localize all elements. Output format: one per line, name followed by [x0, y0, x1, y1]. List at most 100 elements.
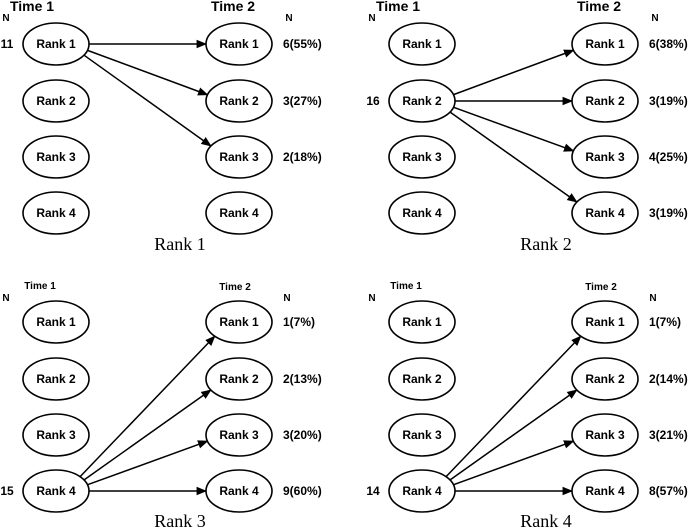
target-result-2: 2(13%)	[283, 372, 322, 386]
node-ellipse	[205, 191, 273, 235]
n-header-time2: N	[651, 13, 658, 24]
n-header-time1: N	[2, 293, 9, 304]
time1-header: Time 1	[390, 281, 422, 292]
node-label: Rank 4	[585, 484, 625, 498]
node-ellipse	[388, 135, 456, 179]
node-ellipse	[22, 413, 90, 457]
time1-node-1: Rank 1	[22, 22, 90, 66]
time2-node-2: Rank 2	[571, 357, 639, 401]
node-ellipse	[388, 79, 456, 123]
node-label: Rank 1	[585, 315, 625, 329]
node-label: Rank 2	[402, 94, 442, 108]
time2-node-3: Rank 3	[571, 413, 639, 457]
n-header-time2: N	[285, 13, 292, 24]
time2-node-4: Rank 4	[205, 469, 273, 513]
node-ellipse	[205, 300, 273, 344]
node-ellipse	[388, 22, 456, 66]
node-ellipse	[22, 191, 90, 235]
time2-header: Time 2	[577, 0, 621, 14]
target-result-3: 3(20%)	[283, 428, 322, 442]
time2-node-3: Rank 3	[205, 135, 273, 179]
node-ellipse	[205, 135, 273, 179]
time2-node-1: Rank 1	[205, 300, 273, 344]
time1-node-2: Rank 2	[22, 357, 90, 401]
source-n-count: 14	[366, 484, 380, 498]
time1-node-3: Rank 3	[22, 135, 90, 179]
node-ellipse	[388, 300, 456, 344]
panel-caption: Rank 4	[520, 511, 572, 531]
n-header-time1: N	[2, 13, 9, 24]
node-ellipse	[571, 469, 639, 513]
node-label: Rank 4	[402, 484, 442, 498]
panel-caption: Rank 1	[154, 234, 206, 254]
node-ellipse	[22, 135, 90, 179]
transition-arrow-4	[449, 111, 578, 203]
transition-arrow-3	[86, 440, 209, 486]
target-result-4: 8(57%)	[649, 484, 688, 498]
source-n-count: 11	[1, 37, 14, 51]
node-ellipse	[571, 413, 639, 457]
transition-arrow-3	[452, 106, 575, 152]
n-header-time1: N	[368, 13, 375, 24]
node-ellipse	[388, 357, 456, 401]
time1-node-3: Rank 3	[388, 413, 456, 457]
time2-node-4: Rank 4	[205, 191, 273, 235]
time1-node-2: Rank 2	[388, 79, 456, 123]
transition-arrow-3	[83, 54, 212, 147]
node-label: Rank 4	[36, 206, 76, 220]
node-label: Rank 3	[402, 150, 442, 164]
node-label: Rank 3	[585, 428, 625, 442]
node-label: Rank 3	[219, 428, 259, 442]
node-ellipse	[571, 135, 639, 179]
source-n-count: 16	[366, 94, 380, 108]
time2-node-1: Rank 1	[205, 22, 273, 66]
node-ellipse	[571, 191, 639, 235]
node-label: Rank 2	[402, 372, 442, 386]
node-label: Rank 1	[585, 37, 625, 51]
n-header-time2: N	[649, 293, 656, 304]
node-label: Rank 1	[219, 37, 259, 51]
node-ellipse	[571, 300, 639, 344]
node-label: Rank 2	[219, 94, 259, 108]
node-label: Rank 3	[219, 150, 259, 164]
time2-node-3: Rank 3	[571, 135, 639, 179]
time2-node-4: Rank 4	[571, 469, 639, 513]
time1-node-4: Rank 4	[22, 469, 90, 513]
node-label: Rank 4	[219, 484, 259, 498]
transition-arrow-1	[445, 335, 582, 478]
transition-arrow-2	[449, 389, 578, 481]
time1-node-2: Rank 2	[388, 357, 456, 401]
time1-node-1: Rank 1	[388, 22, 456, 66]
node-ellipse	[205, 469, 273, 513]
node-label: Rank 4	[36, 484, 76, 498]
time1-node-3: Rank 3	[388, 135, 456, 179]
time2-node-2: Rank 2	[205, 357, 273, 401]
node-ellipse	[388, 191, 456, 235]
transition-arrow-3	[452, 440, 575, 486]
node-label: Rank 3	[402, 428, 442, 442]
target-result-1: 1(7%)	[649, 315, 681, 329]
node-label: Rank 3	[36, 150, 76, 164]
time1-node-1: Rank 1	[388, 300, 456, 344]
source-n-count: 15	[0, 484, 14, 498]
time2-node-3: Rank 3	[205, 413, 273, 457]
target-result-1: 1(7%)	[283, 315, 315, 329]
node-ellipse	[22, 300, 90, 344]
time1-node-4: Rank 4	[388, 191, 456, 235]
time1-header: Time 1	[376, 0, 420, 14]
node-label: Rank 2	[219, 372, 259, 386]
panel-caption: Rank 3	[154, 511, 206, 531]
node-label: Rank 2	[585, 94, 625, 108]
time1-node-4: Rank 4	[22, 191, 90, 235]
time1-node-4: Rank 4	[388, 469, 456, 513]
time2-node-4: Rank 4	[571, 191, 639, 235]
node-label: Rank 1	[36, 315, 76, 329]
node-ellipse	[205, 357, 273, 401]
node-label: Rank 4	[585, 206, 625, 220]
time2-header: Time 2	[219, 282, 251, 293]
